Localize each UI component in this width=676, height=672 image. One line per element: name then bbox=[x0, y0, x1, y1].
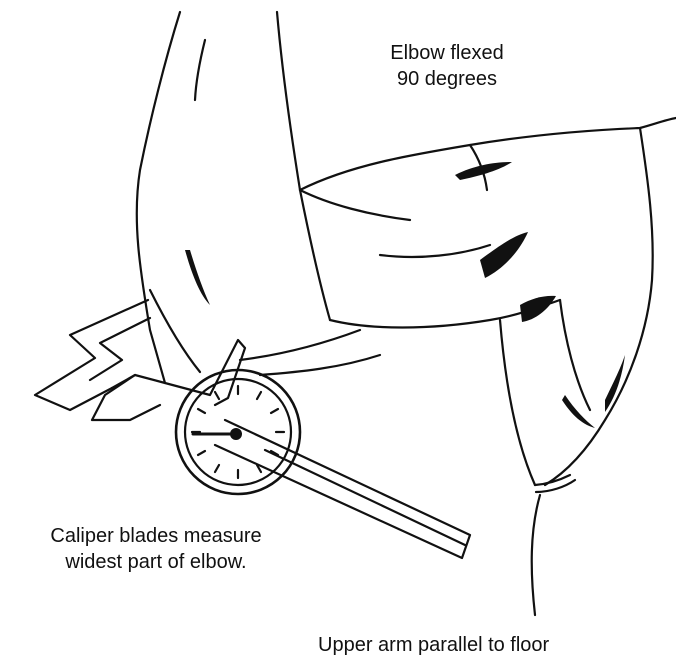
upper-arm bbox=[240, 118, 676, 375]
elbow-flexed-line-1: Elbow flexed bbox=[352, 40, 542, 66]
torso bbox=[500, 128, 653, 615]
dial-hub bbox=[230, 428, 242, 440]
caliper-label: Caliper blades measure widest part of el… bbox=[10, 523, 302, 575]
caliper-line-1: Caliper blades measure bbox=[10, 523, 302, 549]
dial-caliper-icon bbox=[35, 300, 470, 558]
elbow-flexed-line-2: 90 degrees bbox=[352, 66, 542, 92]
forearm bbox=[137, 12, 330, 383]
caliper-line-2: widest part of elbow. bbox=[10, 549, 302, 575]
elbow-flexed-label: Elbow flexed 90 degrees bbox=[352, 40, 542, 92]
upper-arm-label: Upper arm parallel to floor bbox=[318, 632, 549, 658]
